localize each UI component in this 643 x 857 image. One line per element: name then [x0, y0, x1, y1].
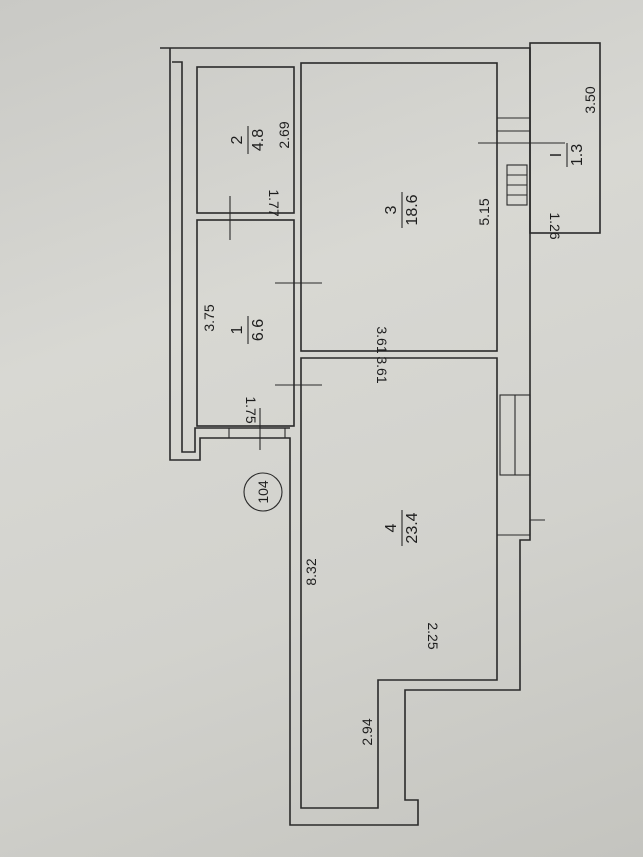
room-1-outline	[196, 219, 295, 427]
dim-r1-length: 3.75	[201, 304, 217, 331]
unit-number-circle	[243, 472, 283, 512]
dim-r4-offset: 2.25	[425, 622, 441, 649]
room-4-number: 4	[383, 523, 400, 532]
room-I-number: I	[548, 153, 565, 157]
dim-balcony-length: 3.50	[582, 86, 598, 113]
room-3-outline	[300, 62, 498, 352]
dim-r2-length: 2.69	[276, 121, 292, 148]
dim-r4-width: 3.61	[374, 356, 390, 383]
dim-r1-width: 1.75	[243, 396, 259, 423]
room-2-outline	[196, 66, 295, 214]
room-3-number: 3	[383, 205, 400, 214]
dim-balcony-width: 1.26	[547, 212, 563, 239]
door-marks	[228, 142, 565, 450]
window-marks	[497, 117, 545, 536]
room-3-area: 18.6	[404, 194, 421, 225]
dim-r3-width: 3.61	[374, 326, 390, 353]
room-I-area: 1.3	[569, 144, 586, 166]
room-2-number: 2	[229, 135, 246, 144]
outer-walls	[160, 42, 601, 826]
dim-r2-width: 1.77	[266, 189, 282, 216]
dim-r3-length: 5.15	[476, 198, 492, 225]
room-1-number: 1	[229, 325, 246, 334]
dim-r4-bottom: 2.94	[359, 718, 375, 745]
room-1-area: 6.6	[250, 319, 267, 341]
dim-r4-length: 8.32	[303, 558, 319, 585]
room-4-outline	[300, 357, 498, 809]
balcony-outline	[529, 42, 601, 234]
unit-number: 104	[255, 480, 271, 504]
room-2-area: 4.8	[250, 129, 267, 151]
room-4-area: 23.4	[404, 512, 421, 543]
